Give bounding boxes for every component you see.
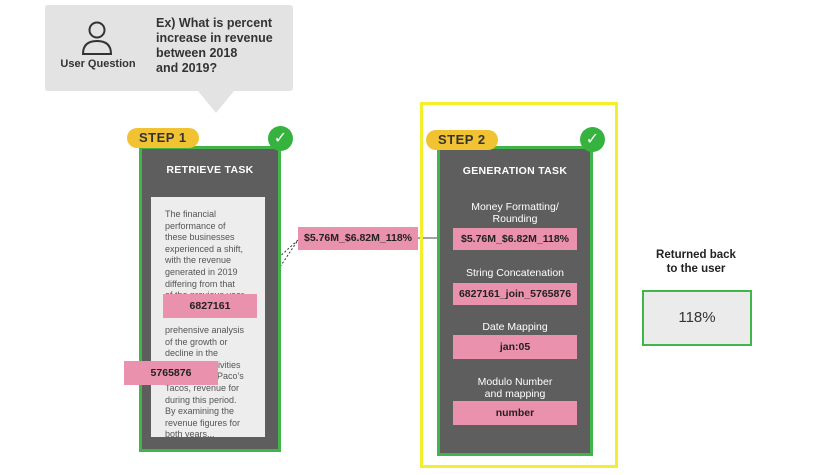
modulo-mapping-value: number bbox=[453, 401, 577, 425]
label-line: Money Formatting/ bbox=[471, 201, 559, 213]
label-line: and mapping bbox=[484, 388, 546, 400]
checkmark-icon: ✓ bbox=[580, 127, 605, 152]
retrieved-value-2019-tag: 6827161 bbox=[163, 294, 257, 318]
question-line: between 2018 bbox=[156, 46, 238, 60]
document-line: By examining the bbox=[165, 406, 235, 417]
label-line: Rounding bbox=[492, 213, 538, 225]
money-formatting-value: $5.76M_$6.82M_118% bbox=[453, 228, 577, 250]
generation-task-title: GENERATION TASK bbox=[462, 165, 568, 177]
document-line: Tacos, revenue for bbox=[165, 382, 240, 393]
document-line: with the revenue bbox=[165, 255, 232, 266]
checkmark-icon: ✓ bbox=[268, 126, 293, 151]
caption-line: Returned back bbox=[656, 249, 736, 261]
document-line: decline in the bbox=[165, 348, 219, 359]
user-icon bbox=[81, 21, 113, 55]
string-concatenation-label: String Concatenation bbox=[440, 267, 590, 279]
document-line: generated in 2019 bbox=[165, 266, 238, 277]
question-line: increase in revenue bbox=[156, 31, 273, 45]
date-mapping-value: jan:05 bbox=[453, 335, 577, 359]
step1-badge: STEP 1 bbox=[127, 128, 199, 148]
money-formatting-label: Money Formatting/ Rounding bbox=[440, 201, 590, 225]
question-line: Ex) What is percent bbox=[156, 16, 272, 30]
date-mapping-label: Date Mapping bbox=[440, 321, 590, 333]
document-line: these businesses bbox=[165, 232, 235, 243]
user-question-box bbox=[45, 5, 293, 91]
string-concatenation-value: 6827161_join_5765876 bbox=[453, 283, 577, 305]
bridge-output-tag: $5.76M_$6.82M_118% bbox=[298, 227, 418, 250]
step2-highlight-frame bbox=[420, 102, 618, 468]
caption-line: to the user bbox=[666, 263, 726, 275]
document-line: both years... bbox=[165, 429, 215, 440]
label-line: String Concatenation bbox=[465, 267, 565, 279]
retrieved-value-2018-tag: 5765876 bbox=[124, 361, 218, 385]
document-line: differing from that bbox=[165, 278, 235, 289]
step2-badge: STEP 2 bbox=[426, 130, 498, 150]
label-line: Date Mapping bbox=[482, 321, 548, 333]
question-line: and 2019? bbox=[156, 61, 218, 75]
document-line: of the growth or bbox=[165, 336, 228, 347]
document-line: performance of bbox=[165, 220, 226, 231]
document-line: prehensive analysis bbox=[165, 324, 245, 335]
document-line: The financial bbox=[165, 209, 217, 219]
result-caption: Returned back to the user bbox=[638, 248, 754, 276]
user-question-label: User Question bbox=[60, 58, 136, 70]
retrieve-task-title: RETRIEVE TASK bbox=[166, 164, 254, 176]
document-line: experienced a shift, bbox=[165, 243, 244, 254]
down-arrow-icon bbox=[198, 91, 234, 113]
document-line: revenue figures for bbox=[165, 417, 241, 428]
document-line: during this period. bbox=[165, 394, 237, 405]
result-value-box: 118% bbox=[642, 290, 752, 346]
label-line: Modulo Number bbox=[477, 376, 553, 388]
modulo-mapping-label: Modulo Number and mapping bbox=[440, 376, 590, 400]
document-text: The financial performance of these busin… bbox=[165, 209, 257, 441]
question-text: Ex) What is percent increase in revenue … bbox=[156, 16, 291, 76]
